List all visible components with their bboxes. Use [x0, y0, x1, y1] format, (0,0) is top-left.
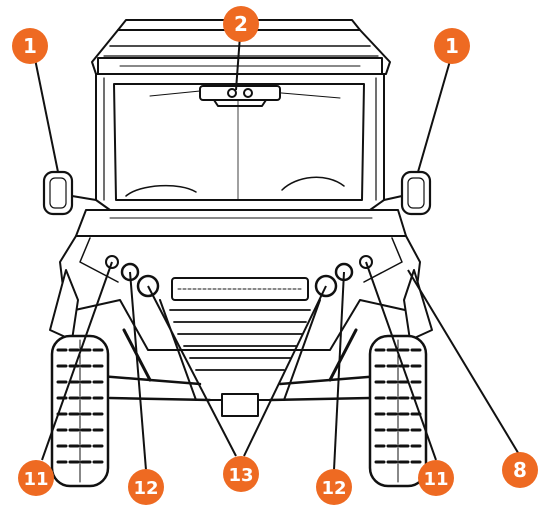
callout-fog-lights: 13 — [223, 456, 259, 492]
callout-headlight-right: 12 — [316, 469, 352, 505]
leader-marker-left — [41, 261, 113, 461]
callout-label: 11 — [23, 469, 48, 490]
callout-label: 12 — [133, 478, 158, 499]
leader-fender — [407, 269, 521, 457]
callout-marker-left: 11 — [18, 460, 54, 496]
roof-light-bar — [199, 85, 281, 101]
callout-label: 2 — [234, 12, 248, 36]
leader-fog-left — [147, 285, 237, 457]
callout-label: 12 — [321, 478, 346, 499]
callout-label: 8 — [513, 458, 527, 482]
hood — [75, 209, 407, 237]
leader-mirror-left — [33, 53, 59, 173]
leader-mirror-right — [417, 53, 453, 173]
leader-marker-right — [365, 261, 437, 461]
leader-headlight-left — [129, 271, 147, 471]
tire-left — [50, 334, 110, 488]
lower-grille — [169, 309, 311, 371]
callout-headlight-left: 12 — [128, 469, 164, 505]
callout-label: 13 — [228, 465, 253, 486]
tire-right — [368, 334, 428, 488]
callout-label: 11 — [423, 469, 448, 490]
mirror-right-shape — [400, 170, 432, 216]
leader-headlight-right — [333, 271, 345, 471]
windshield — [113, 83, 365, 201]
callout-mirror-right: 1 — [434, 28, 470, 64]
callout-label: 1 — [23, 34, 37, 58]
callout-marker-right: 11 — [418, 460, 454, 496]
vehicle-drawing — [42, 19, 433, 488]
callout-mirror-left: 1 — [12, 28, 48, 64]
callout-fender: 8 — [502, 452, 538, 488]
leader-lines — [33, 35, 521, 471]
callout-roof-light: 2 — [223, 6, 259, 42]
leader-roof-light — [235, 35, 241, 91]
callout-label: 1 — [445, 34, 459, 58]
leader-fog-right — [243, 285, 327, 457]
